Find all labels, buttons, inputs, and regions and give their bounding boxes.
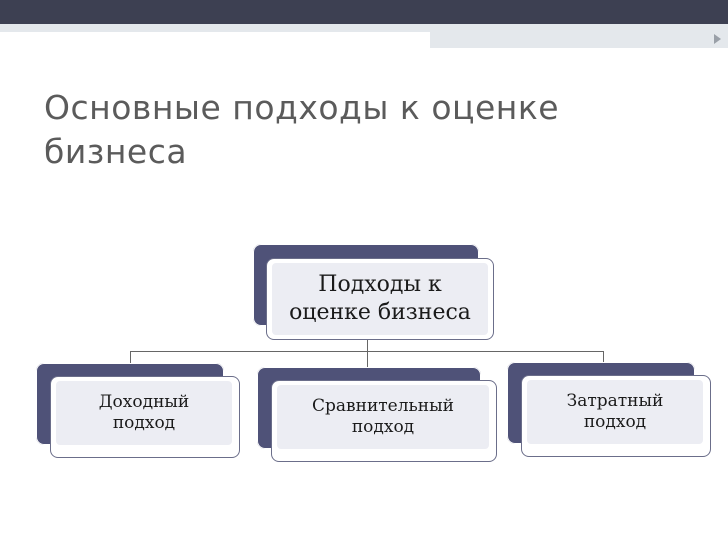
top-band-accent bbox=[0, 24, 728, 32]
connector-mid-down bbox=[367, 351, 368, 368]
connector-left-down bbox=[130, 351, 131, 365]
connector-right-down bbox=[603, 351, 604, 363]
connector-root-down bbox=[367, 340, 368, 352]
child-node-comparative-label: Сравнительный подход bbox=[277, 385, 489, 449]
slide-title: Основные подходы к оценке бизнеса bbox=[44, 88, 560, 171]
top-band-accent-right bbox=[430, 32, 728, 48]
root-node-label: Подходы к оценке бизнеса bbox=[272, 263, 488, 335]
child-node-income-label: Доходный подход bbox=[56, 381, 232, 445]
child-node-cost-label: Затратный подход bbox=[527, 380, 703, 444]
slide-nav-arrow-icon bbox=[714, 34, 721, 44]
top-band bbox=[0, 0, 728, 24]
